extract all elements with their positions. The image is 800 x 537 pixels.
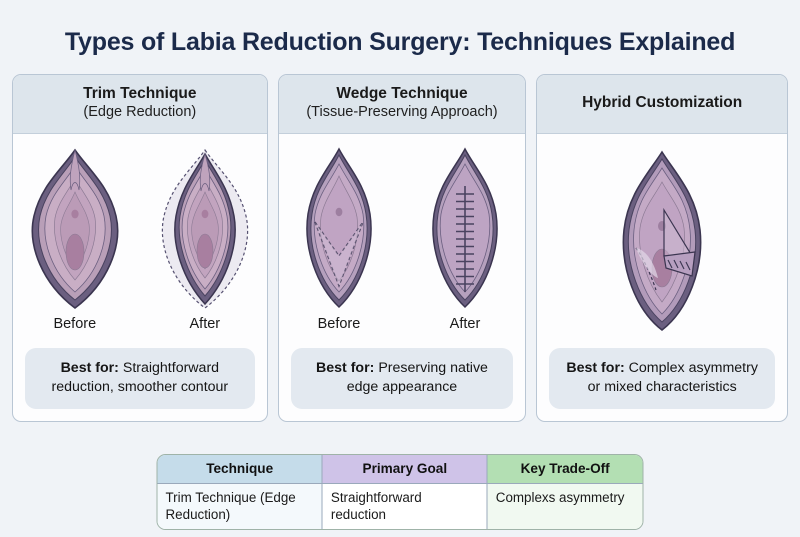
figure-caption-wedge-after: After [449,315,481,332]
technique-comparison-table: Technique Primary Goal Key Trade-Off Tri… [157,454,643,529]
card-hybrid-customization: Hybrid Customization [536,74,788,422]
card-trim-technique: Trim Technique (Edge Reduction) [12,74,268,422]
card-title-wedge: Wedge Technique [336,85,468,102]
page-title: Types of Labia Reduction Surgery: Techni… [64,28,736,56]
bestfor-label-trim: Best for: [60,359,119,376]
table-cell-technique: Trim Technique (Edge Reduction) [157,483,323,529]
anatomy-diagram-wedge-after [432,146,498,308]
card-body-hybrid: Best for: Complex asymmetry or mixed cha… [537,134,787,421]
anatomy-diagram-trim-after [161,148,248,309]
bestfor-text-hybrid: Complex asymmetry or mixed characteristi… [587,359,758,395]
anatomy-diagram-trim-before [31,148,119,309]
hybrid-suture-stitches [667,259,691,271]
bestfor-label-hybrid: Best for: [566,359,625,376]
comparison-table: Technique Primary Goal Key Trade-Off Tri… [156,453,644,530]
table-cell-primary-goal: Straightforward reduction [322,483,488,529]
figure-wedge-after: After [411,144,519,332]
table-header-row: Technique Primary Goal Key Trade-Off [157,454,643,484]
card-subtitle-trim: (Edge Reduction) [83,103,197,120]
bestfor-wedge: Best for: Preserving native edge appeara… [290,347,514,409]
table-row: Trim Technique (Edge Reduction) Straight… [157,483,643,529]
bestfor-trim: Best for: Straightforward reduction, smo… [25,347,255,409]
figure-row-trim: Before [13,144,267,332]
table-cell-key-tradeoff: Complexs asymmetry [487,483,643,529]
card-body-wedge: Before [279,134,526,421]
figure-caption-wedge-before: Before [317,315,361,332]
figure-trim-before: Before [19,144,131,332]
table-header-primary-goal: Primary Goal [322,454,488,484]
bestfor-text-trim: Straightforward reduction, smoother cont… [51,359,229,395]
anatomy-diagram-hybrid-combined [622,150,702,331]
table-header-key-tradeoff: Key Trade-Off [487,454,643,484]
table-header-technique: Technique [157,454,323,484]
bestfor-hybrid: Best for: Complex asymmetry or mixed cha… [549,347,775,409]
card-header-hybrid: Hybrid Customization [537,75,787,134]
figure-hybrid-combined [592,144,732,342]
bestfor-text-wedge: Preserving native edge appearance [346,359,488,395]
suture-stitches [455,192,474,285]
card-header-trim: Trim Technique (Edge Reduction) [13,75,267,134]
card-title-trim: Trim Technique [83,85,197,102]
figure-row-hybrid [537,144,787,342]
bestfor-label-wedge: Best for: [316,359,375,376]
card-subtitle-wedge: (Tissue-Preserving Approach) [306,103,498,120]
card-wedge-technique: Wedge Technique (Tissue-Preserving Appro… [277,74,527,422]
figure-trim-after: After [149,144,261,332]
figure-caption-trim-after: After [189,315,221,332]
card-title-hybrid: Hybrid Customization [582,94,743,111]
figure-caption-trim-before: Before [53,315,97,332]
anatomy-diagram-wedge-before [306,146,372,308]
card-header-wedge: Wedge Technique (Tissue-Preserving Appro… [278,75,526,134]
figure-row-wedge: Before [279,144,526,332]
figure-wedge-before: Before [285,144,393,332]
technique-card-row: Trim Technique (Edge Reduction) [0,74,800,422]
card-body-trim: Before [13,134,267,421]
